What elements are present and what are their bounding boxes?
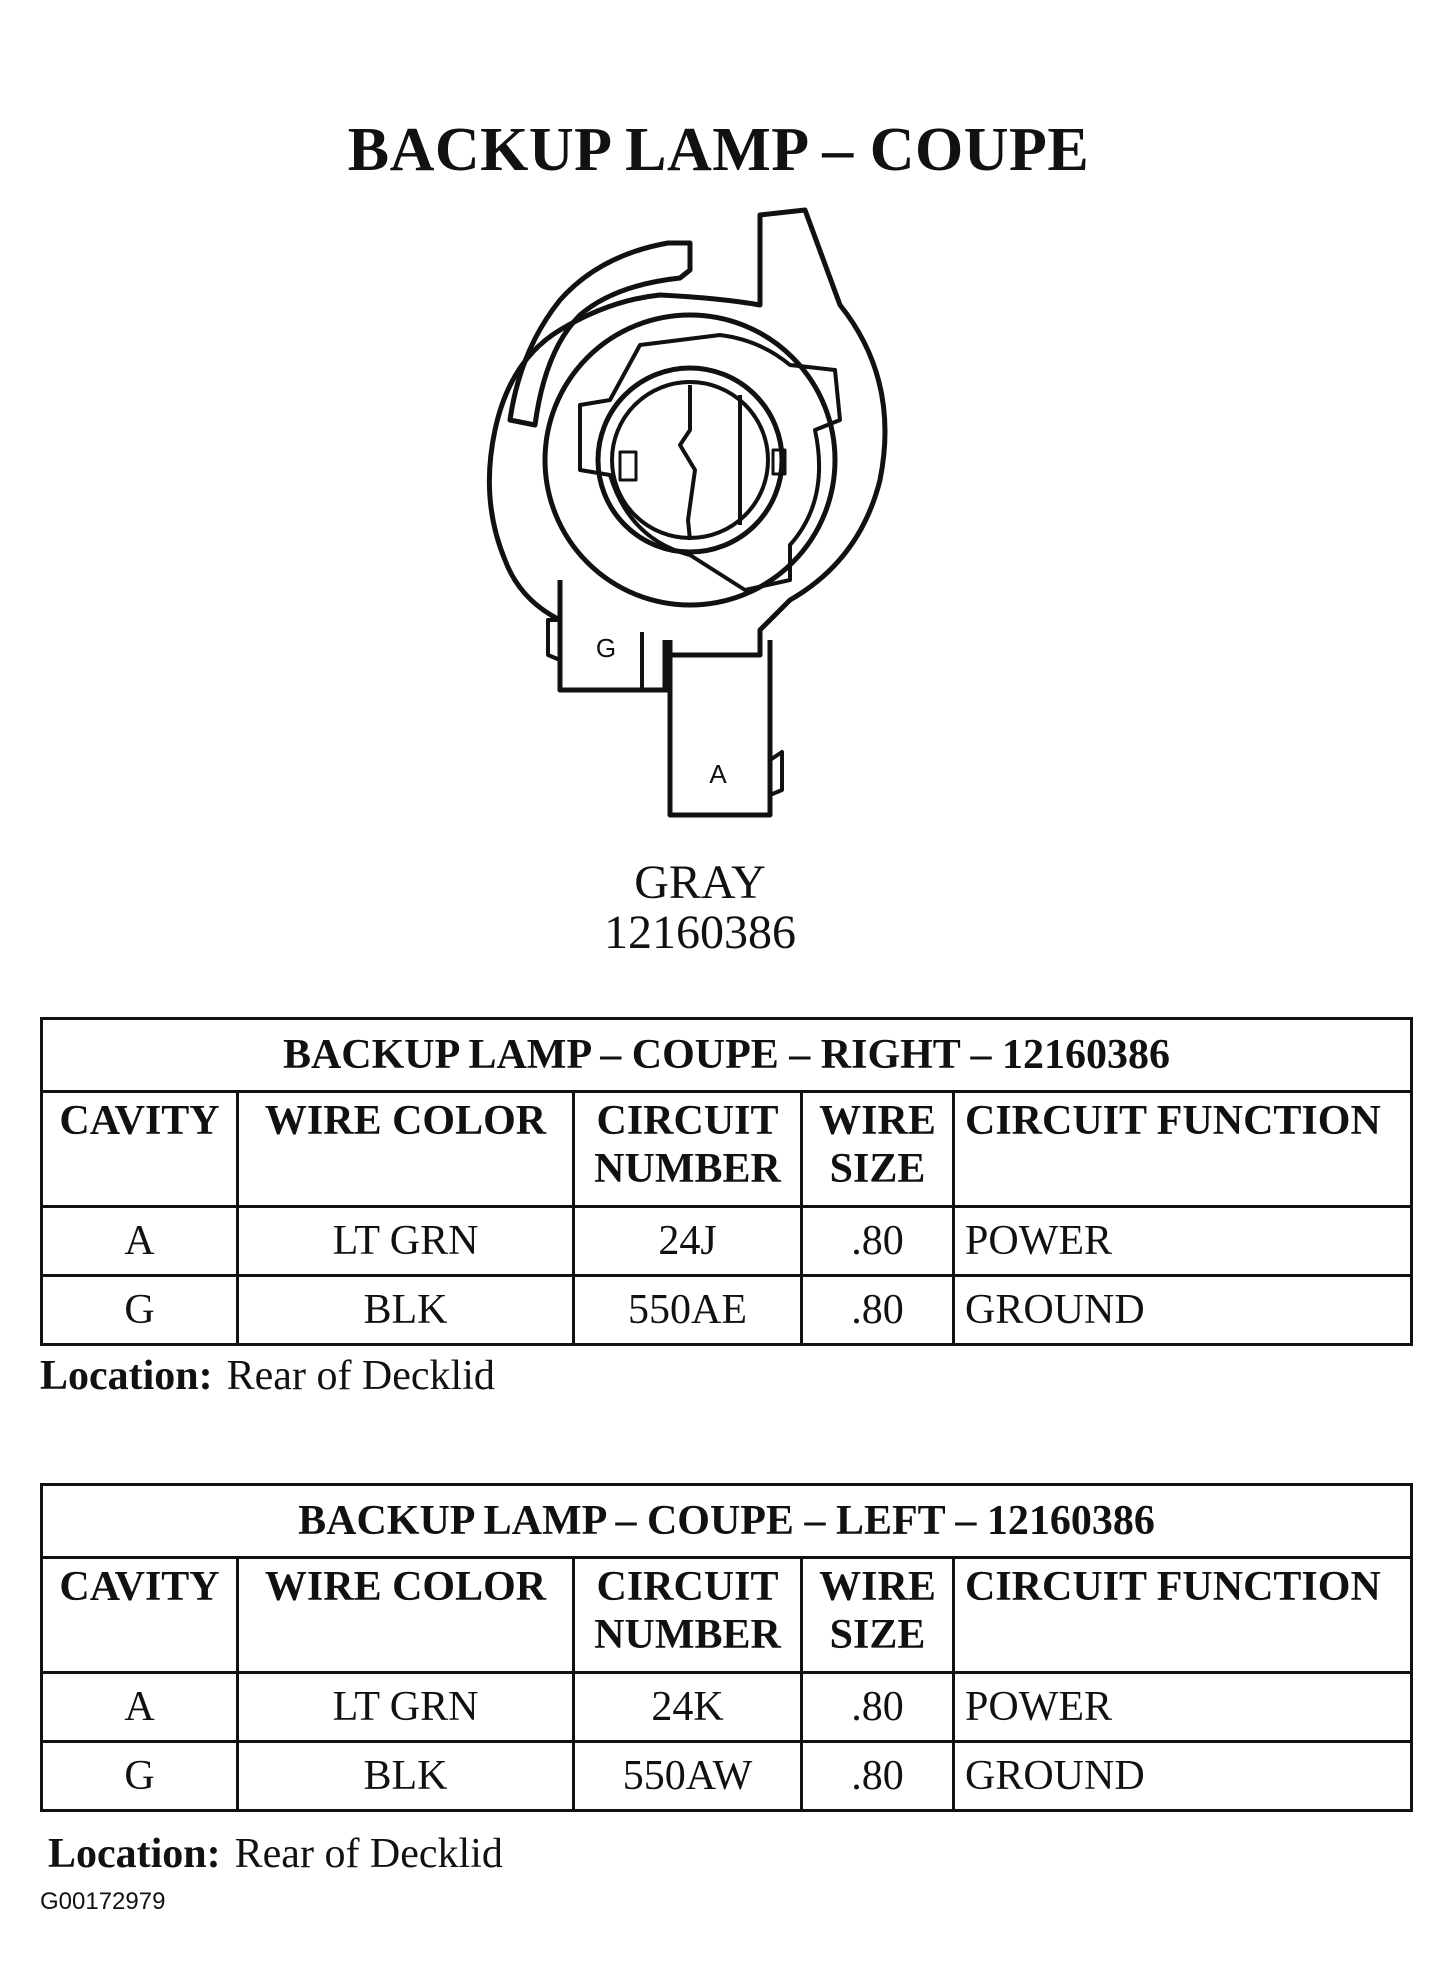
table-row: G BLK 550AE .80 GROUND [40, 1274, 1414, 1346]
cell-wire-color: LT GRN [236, 1205, 575, 1277]
header-circuit-number: CIRCUIT NUMBER [572, 1556, 803, 1674]
cell-cavity: G [40, 1740, 239, 1812]
header-circuit-function: CIRCUIT FUNCTION [951, 1090, 1414, 1208]
pinout-table-right: BACKUP LAMP – COUPE – RIGHT – 12160386 C… [39, 1017, 1414, 1346]
header-wire-color: WIRE COLOR [236, 1090, 575, 1208]
table-row: A LT GRN 24K .80 POWER [40, 1671, 1414, 1743]
connector-housing [486, 207, 888, 693]
cell-wire-color: BLK [236, 1740, 575, 1812]
location-label: Location: [48, 1831, 221, 1877]
pin-label-g: G [596, 633, 616, 663]
header-cavity: CAVITY [40, 1090, 239, 1208]
header-circuit-number: CIRCUIT NUMBER [572, 1090, 803, 1208]
header-circuit-function: CIRCUIT FUNCTION [951, 1556, 1414, 1674]
socket-flange [578, 333, 842, 592]
location-right: Location: Rear of Decklid [40, 1352, 495, 1400]
cell-circuit-function: GROUND [951, 1274, 1414, 1346]
socket-contact-left [678, 385, 697, 541]
cell-cavity: A [40, 1671, 239, 1743]
cell-wire-size: .80 [800, 1205, 955, 1277]
table-row: G BLK 550AW .80 GROUND [40, 1740, 1414, 1812]
cell-cavity: A [40, 1205, 239, 1277]
connector-color-label: GRAY [634, 856, 766, 909]
socket-key-left [618, 450, 638, 482]
connector-diagram: G A [486, 207, 888, 818]
cell-circuit-number: 24J [572, 1205, 803, 1277]
terminal-a-latch [768, 750, 784, 797]
cell-cavity: G [40, 1274, 239, 1346]
header-wire-size: WIRE SIZE [800, 1090, 955, 1208]
outer-ring [542, 312, 838, 608]
terminal-a-body [667, 640, 773, 818]
bulb-socket-ring [595, 365, 785, 555]
page-title: BACKUP LAMP – COUPE [347, 116, 1090, 184]
figure-code: G00172979 [40, 1888, 166, 1915]
location-value: Rear of Decklid [234, 1831, 503, 1877]
cell-wire-size: .80 [800, 1671, 955, 1743]
table-caption: BACKUP LAMP – COUPE – RIGHT – 12160386 [39, 1017, 1414, 1093]
cell-circuit-number: 550AE [572, 1274, 803, 1346]
cell-wire-color: BLK [236, 1274, 575, 1346]
cell-circuit-function: GROUND [951, 1740, 1414, 1812]
connector-part-number: 12160386 [604, 906, 796, 959]
cell-circuit-number: 24K [572, 1671, 803, 1743]
terminal-g-latch [546, 618, 561, 662]
pinout-table-left: BACKUP LAMP – COUPE – LEFT – 12160386 CA… [39, 1483, 1414, 1812]
cell-circuit-number: 550AW [572, 1740, 803, 1812]
cell-wire-size: .80 [800, 1740, 955, 1812]
header-wire-size: WIRE SIZE [800, 1556, 955, 1674]
pin-label-a: A [709, 759, 727, 789]
table-header-row: CAVITY WIRE COLOR CIRCUIT NUMBER WIRE SI… [40, 1556, 1414, 1674]
cell-circuit-function: POWER [951, 1671, 1414, 1743]
connector-clip [507, 240, 693, 428]
location-left: Location: Rear of Decklid [48, 1830, 503, 1878]
table-header-row: CAVITY WIRE COLOR CIRCUIT NUMBER WIRE SI… [40, 1090, 1414, 1208]
location-value: Rear of Decklid [226, 1353, 495, 1399]
header-cavity: CAVITY [40, 1556, 239, 1674]
socket-key-right [771, 448, 787, 476]
terminal-g-body [557, 580, 668, 693]
table-row: A LT GRN 24J .80 POWER [40, 1205, 1414, 1277]
location-label: Location: [40, 1353, 213, 1399]
header-wire-color: WIRE COLOR [236, 1556, 575, 1674]
table-caption: BACKUP LAMP – COUPE – LEFT – 12160386 [39, 1483, 1414, 1559]
cell-circuit-function: POWER [951, 1205, 1414, 1277]
cell-wire-size: .80 [800, 1274, 955, 1346]
cell-wire-color: LT GRN [236, 1671, 575, 1743]
